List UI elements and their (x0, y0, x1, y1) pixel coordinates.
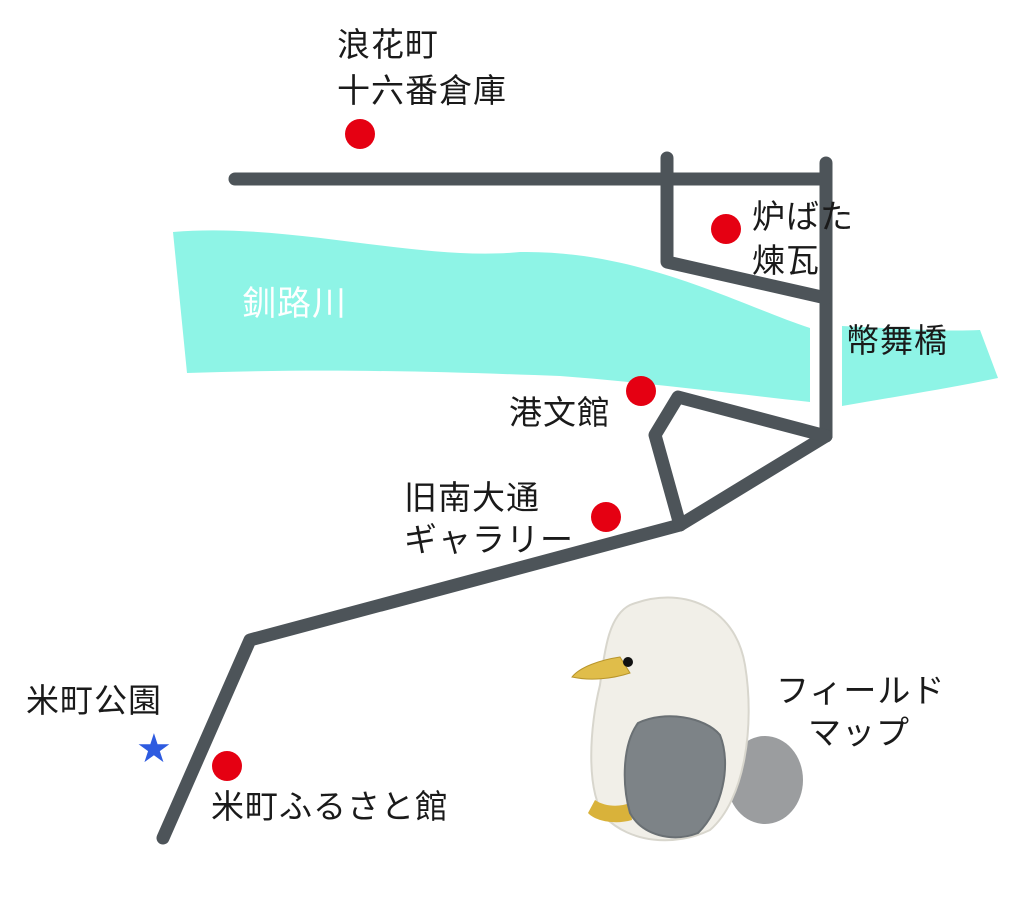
label-field-map-line1: フィールド (776, 671, 946, 710)
poi-marker-robata-renga[interactable] (711, 214, 741, 244)
label-kobunkan: 港文館 (509, 393, 611, 432)
road-network (156, 151, 833, 845)
river-east-segment (842, 326, 998, 406)
poi-marker-yonemachi-furusato[interactable] (212, 751, 242, 781)
label-kyunan-line2: ギャラリー (404, 520, 574, 559)
road-main-street (156, 429, 833, 845)
park-star-icon[interactable]: ★ (136, 726, 172, 772)
road-inner-loop (660, 151, 833, 305)
label-river-kushiro: 釧路川 (242, 284, 347, 324)
label-robata-line2: 煉瓦 (752, 241, 820, 280)
road-harbor-loop (648, 390, 833, 532)
label-field-map-line2: マップ (808, 713, 910, 752)
label-nusamai-bridge: 幣舞橋 (846, 321, 948, 360)
label-yonemachi-furusato: 米町ふるさと館 (211, 787, 449, 826)
poi-marker-kobunkan[interactable] (626, 376, 656, 406)
poi-marker-naniwa-warehouse[interactable] (345, 119, 375, 149)
label-naniwa-line2: 十六番倉庫 (337, 71, 507, 110)
label-yonemachi-park: 米町公園 (26, 681, 162, 720)
poi-marker-kyunan-gallery[interactable] (591, 502, 621, 532)
river-kushiro (173, 230, 810, 402)
label-kyunan-line1: 旧南大通 (404, 478, 540, 517)
label-robata-line1: 炉ばた (752, 197, 854, 236)
label-naniwa-line1: 浪花町 (337, 25, 439, 64)
crocheted-seagull-icon (571, 596, 803, 842)
